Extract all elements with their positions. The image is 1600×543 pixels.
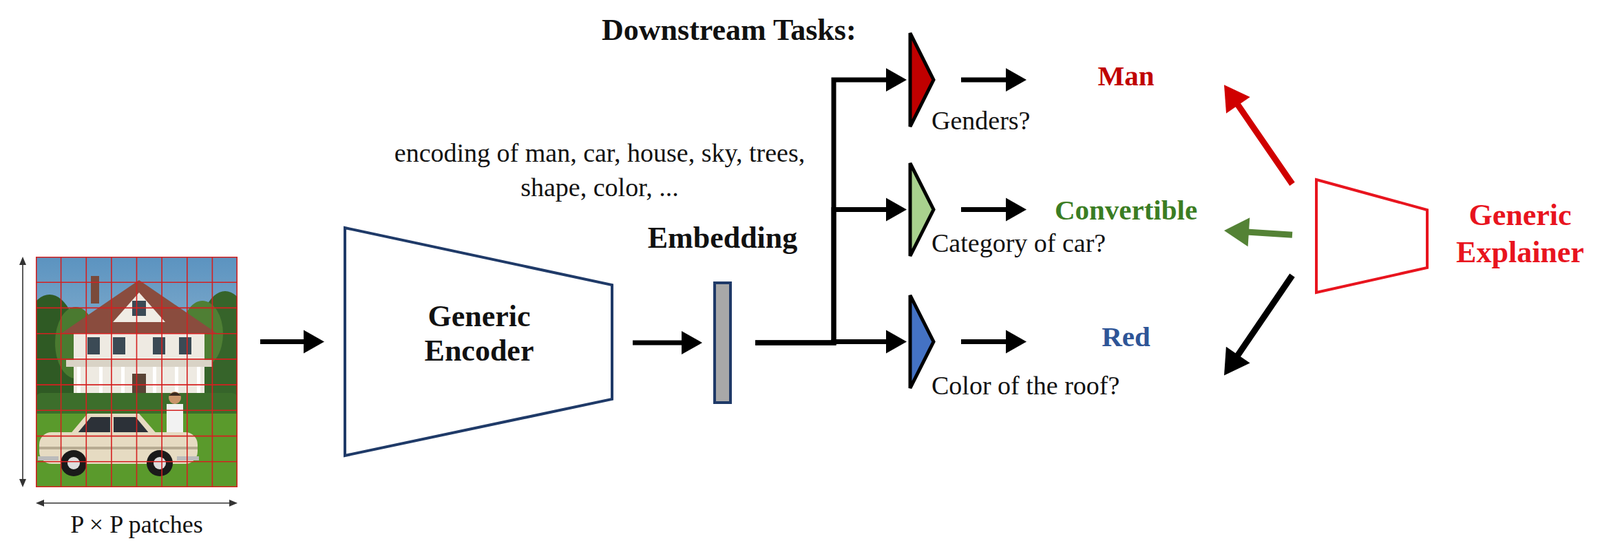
encoding-note: encoding of man, car, house, sky, trees,… [393,135,807,205]
connector-arrow [961,68,1027,92]
connector-line [755,79,891,343]
task-head-triangle: Category of car? [908,160,937,259]
section-heading: Downstream Tasks: [601,12,857,49]
connector-arrow [961,330,1027,354]
encoder-trapezoid: Generic Encoder [343,226,614,458]
arrow-head [1224,346,1251,376]
node-label: P × P patches [35,510,238,539]
connector-arrow [260,330,325,354]
output-answer: Red [1029,295,1223,378]
connector-line [961,207,1010,213]
connector-line [1244,232,1293,235]
connector-line [260,339,308,345]
arrow-head [1224,217,1250,247]
triangle-shape [910,33,934,127]
trapezoid-shape [344,227,613,456]
connector-arrow [1224,275,1293,376]
arrow-head [886,330,907,354]
connector-arrow [755,68,907,343]
output-answer: Man [1029,34,1223,118]
arrow-head [303,330,325,354]
arrow-head [681,331,703,355]
node-label: Generic Encoder [403,299,555,369]
connector-line [632,340,686,346]
task-head-triangle: Color of the roof? [908,292,937,392]
connector-line [961,339,1010,345]
arrow-head [1005,198,1027,222]
connector-line [961,77,1010,83]
node-label: Red [1029,318,1223,355]
arrow-head [1005,68,1027,92]
arrow-head [886,68,907,92]
connector-arrow [755,198,907,344]
arrow-head [1224,84,1251,114]
connector-arrow [1224,84,1293,184]
node-label: Category of car? [931,227,1106,259]
explainer-trapezoid: Generic Explainer [1314,178,1429,294]
connector-line [1235,275,1293,359]
connector-line [1235,101,1293,184]
trapezoid-shape [1316,179,1428,293]
image-patches: P × P patches [35,256,238,488]
arrow-head [886,198,907,222]
trapezoid-outline [1314,178,1429,294]
embedding-bar: Embedding [713,281,732,405]
node-label: Color of the roof? [931,370,1120,401]
arrow-head [1005,330,1027,354]
task-head-triangle: Genders? [908,30,937,130]
node-label: Man [1029,57,1223,94]
connector-arrow [632,331,703,355]
triangle-shape [910,295,934,389]
triangle-shape [910,163,934,257]
node-label: Generic Explainer [1451,196,1589,272]
scene-illustration [35,256,238,488]
connector-line [755,342,891,344]
connector-arrow [961,198,1027,222]
node-label: Embedding [647,220,798,256]
node-label: Genders? [931,105,1030,136]
node-label: Convertible [1029,192,1223,228]
connector-arrow [755,330,907,354]
connector-arrow [1224,217,1293,247]
